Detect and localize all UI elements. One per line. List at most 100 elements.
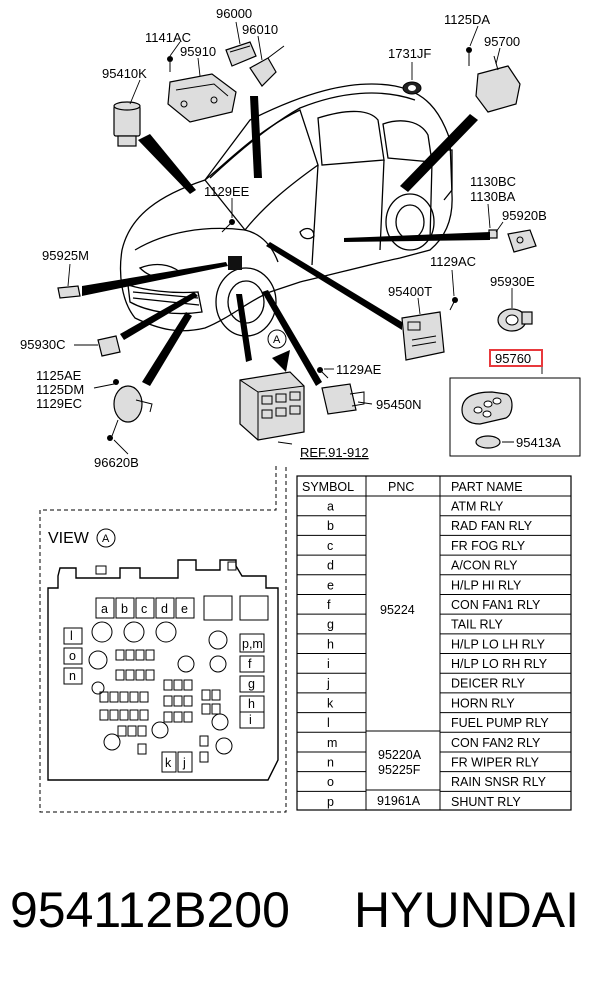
table-header-pnc: PNC <box>388 480 414 494</box>
table-pnc-group-3: 91961A <box>377 794 421 808</box>
part-1731jf <box>402 81 422 95</box>
part-96620b <box>107 379 153 441</box>
table-cell-symbol: h <box>327 637 334 651</box>
label-1125da: 1125DA <box>444 12 490 27</box>
label-95413a: 95413A <box>516 435 561 450</box>
table-cell-part-name: HORN RLY <box>451 696 515 710</box>
table-cell-part-name: RAIN SNSR RLY <box>451 775 547 789</box>
view-cell-a: a <box>101 602 108 616</box>
view-title-circle <box>96 528 116 548</box>
label-96010: 96010 <box>242 22 278 37</box>
callout-labels: 96000 1141AC 96010 95910 95410K 1125DA 9… <box>20 6 547 470</box>
view-cell-i: i <box>249 713 252 727</box>
label-95450n: 95450N <box>376 397 422 412</box>
footer-brand: HYUNDAI <box>354 882 579 938</box>
table-cell-symbol: c <box>327 539 333 553</box>
table-cell-symbol: i <box>327 657 330 671</box>
label-1125ae: 1125AE <box>36 368 82 383</box>
label-95400t: 95400T <box>388 284 432 299</box>
table-cell-symbol: l <box>327 716 330 730</box>
table-cell-symbol: g <box>327 618 334 632</box>
part-95930c <box>97 335 121 357</box>
view-cell-g: g <box>248 677 255 691</box>
view-a-marker: A <box>273 334 281 346</box>
view-cell-h: h <box>248 697 255 711</box>
view-a-circle <box>267 329 287 349</box>
part-95450n <box>321 383 365 415</box>
view-cell-pm: p,m <box>242 637 263 651</box>
table-cell-part-name: H/LP LO RH RLY <box>451 657 548 671</box>
table-cell-part-name: H/LP HI RLY <box>451 578 522 592</box>
table-cell-part-name: FUEL PUMP RLY <box>451 716 549 730</box>
table-pnc-group-2a: 95220A <box>378 748 422 762</box>
view-cell-d: d <box>161 602 168 616</box>
table-cell-part-name: RAD FAN RLY <box>451 519 533 533</box>
view-cell-o: o <box>69 649 76 663</box>
table-cell-symbol: a <box>327 500 334 514</box>
table-cell-part-name: ATM RLY <box>451 500 504 514</box>
label-1141ac: 1141AC <box>145 30 191 45</box>
label-95930e: 95930E <box>490 274 535 289</box>
part-95920b <box>507 229 537 253</box>
table-cell-part-name: CON FAN1 RLY <box>451 598 541 612</box>
table-cell-symbol: o <box>327 775 334 789</box>
table-cell-symbol: d <box>327 559 334 573</box>
label-95910: 95910 <box>180 44 216 59</box>
label-ref: REF.91-912 <box>300 445 369 460</box>
part-95400t <box>401 311 445 361</box>
part-95410k <box>113 101 141 147</box>
label-1130bc: 1130BC <box>470 174 516 189</box>
view-cell-e: e <box>181 602 188 616</box>
part-1130bc <box>488 229 498 239</box>
part-1125da <box>466 47 472 66</box>
label-1731jf: 1731JF <box>388 46 431 61</box>
label-96620b: 96620B <box>94 455 139 470</box>
table-cell-symbol: k <box>327 696 334 710</box>
table-cell-symbol: n <box>327 755 334 769</box>
label-95920b: 95920B <box>502 208 547 223</box>
label-95925m: 95925M <box>42 248 89 263</box>
highlight-95760 <box>489 349 543 367</box>
part-1141ac <box>167 56 173 72</box>
table-cell-part-name: A/CON RLY <box>451 559 518 573</box>
label-1125dm: 1125DM <box>36 382 84 397</box>
footer-part-number: 954112B200 <box>10 882 290 938</box>
table-cell-part-name: CON FAN2 RLY <box>451 736 541 750</box>
remote-inset: 95760 95413A <box>449 349 581 457</box>
view-cell-j: j <box>182 756 186 770</box>
table-cell-part-name: H/LP LO LH RLY <box>451 637 546 651</box>
label-96000: 96000 <box>216 6 252 21</box>
footer: 954112B200 HYUNDAI <box>10 882 579 938</box>
view-a: VIEW A a b c d e l o n <box>47 528 279 781</box>
part-96010 <box>249 45 285 87</box>
part-1129ac <box>449 297 458 311</box>
label-95760: 95760 <box>495 351 531 366</box>
table-pnc-group-2b: 95225F <box>378 763 421 777</box>
table-row-lines <box>297 515 571 792</box>
view-title: VIEW <box>48 530 90 547</box>
label-95930c: 95930C <box>20 337 66 352</box>
part-95925m <box>57 285 81 299</box>
leader-lines <box>82 96 490 386</box>
vehicle-illustration <box>119 83 453 337</box>
label-1129ec: 1129EC <box>36 396 82 411</box>
part-96000 <box>225 41 257 67</box>
label-95700: 95700 <box>484 34 520 49</box>
view-cell-b: b <box>121 602 128 616</box>
table-cell-symbol: e <box>327 578 334 592</box>
relay-table: SYMBOL PNC PART NAME 95224 95220A 95225F… <box>296 475 572 811</box>
part-95910 <box>167 73 237 123</box>
view-cell-l-left: l <box>70 629 73 643</box>
view-dashed-frame <box>39 466 287 813</box>
table-cell-symbol: f <box>327 598 331 612</box>
label-ticks <box>67 21 543 455</box>
view-title-marker: A <box>102 533 110 545</box>
label-1130ba: 1130BA <box>470 189 516 204</box>
label-1129ae: 1129AE <box>336 362 382 377</box>
view-cell-c: c <box>141 602 147 616</box>
table-cell-part-name: SHUNT RLY <box>451 795 521 809</box>
part-95700 <box>475 55 521 113</box>
table-header-symbol: SYMBOL <box>302 480 354 494</box>
table-cell-symbol: b <box>327 519 334 533</box>
table-header-part-name: PART NAME <box>451 480 523 494</box>
